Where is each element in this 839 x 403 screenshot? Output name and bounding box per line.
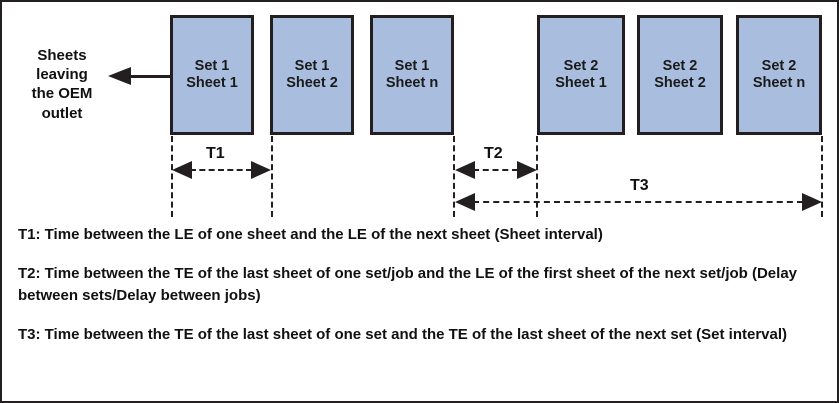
T2-dimension-line — [473, 169, 518, 171]
sheet-box-set1-sheet2: Set 1 Sheet 2 — [270, 15, 354, 135]
sheet-box-set2-sheet2: Set 2 Sheet 2 — [637, 15, 723, 135]
sheet-box-set-label: Set 1 — [394, 57, 430, 74]
oem-caption-line-2: leaving — [36, 66, 88, 84]
witness-line-set1-sheetn-te — [453, 136, 455, 217]
legend-entry-T1: T1: Time between the LE of one sheet and… — [18, 226, 603, 243]
oem-caption-line-3: the OEM — [31, 85, 93, 103]
sheet-box-set2-sheetn: Set 2 Sheet n — [736, 15, 822, 135]
oem-caption-line-1: Sheets — [37, 47, 87, 64]
oem-caption-line-4: outlet — [41, 104, 83, 122]
sheet-box-sheet-label: Sheet 1 — [186, 75, 238, 91]
witness-line-set2-sheet1-le — [536, 136, 538, 217]
dimension-label-T2: T2 — [484, 145, 503, 162]
legend-entry-T3: T3: Time between the TE of the last shee… — [18, 325, 788, 343]
legend: T1: Time between the LE of one sheet and… — [18, 224, 824, 363]
T1-right-arrow-icon — [251, 161, 271, 179]
sheet-box-set-label: Set 2 — [662, 57, 698, 74]
oem-outlet-caption: Sheets leaving the OEM outlet — [16, 46, 108, 123]
sheet-box-sheet-label: Sheet 2 — [654, 75, 706, 91]
sheet-box-set1-sheet1: Set 1 Sheet 1 — [170, 15, 254, 135]
witness-line-set2-sheetn-te — [821, 136, 823, 217]
witness-line-set1-sheet2-le — [271, 136, 273, 217]
sheet-box-set-label: Set 2 — [563, 57, 599, 74]
dimension-label-T1: T1 — [206, 145, 225, 162]
T3-dimension-line — [473, 201, 803, 203]
T3-right-arrow-icon — [802, 193, 822, 211]
sheet-box-sheet-label: Sheet n — [385, 75, 439, 91]
T2-right-arrow-icon — [517, 161, 537, 179]
dimension-label-T3: T3 — [630, 177, 649, 194]
sheet-box-sheet-label: Sheet n — [752, 75, 806, 91]
legend-entry-T2: T2: Time between the TE of the last shee… — [18, 265, 798, 304]
sheet-box-set2-sheet1: Set 2 Sheet 1 — [537, 15, 625, 135]
sheet-box-set-label: Set 1 — [294, 57, 330, 74]
T1-left-arrow-icon — [172, 161, 192, 179]
T3-left-arrow-icon — [455, 193, 475, 211]
sheet-box-set1-sheetn: Set 1 Sheet n — [370, 15, 454, 135]
sheet-box-set-label: Set 2 — [761, 57, 797, 74]
sheet-box-sheet-label: Sheet 1 — [555, 75, 607, 91]
sheet-box-sheet-label: Sheet 2 — [286, 75, 338, 91]
T1-dimension-line — [190, 169, 252, 171]
flow-direction-arrow-icon — [108, 67, 131, 85]
flow-direction-arrow-shaft — [130, 75, 170, 78]
T2-left-arrow-icon — [455, 161, 475, 179]
sheet-box-set-label: Set 1 — [194, 57, 230, 74]
